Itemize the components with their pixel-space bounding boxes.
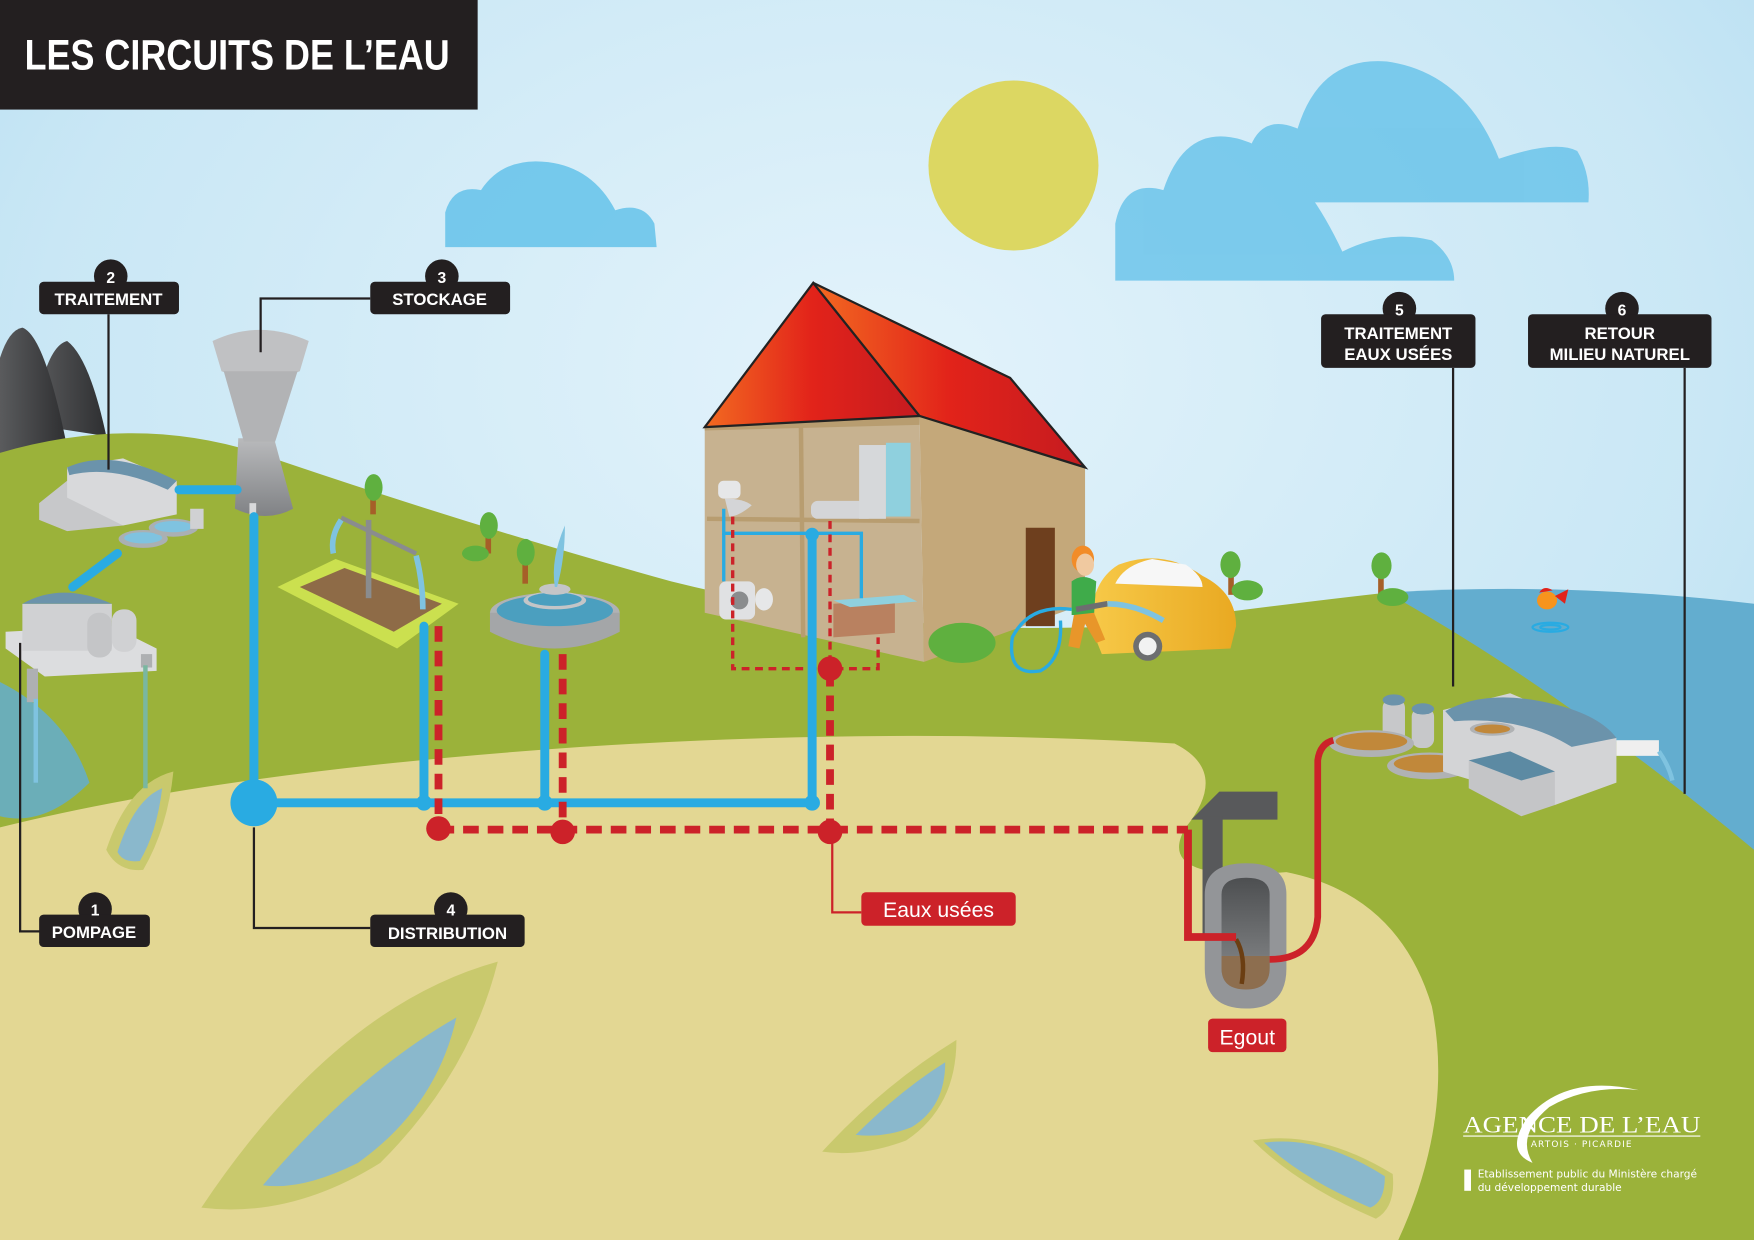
- wastewater-label-text: Eaux usées: [883, 898, 994, 922]
- title-banner: [0, 0, 478, 110]
- logo-tagline-1: Etablissement public du Ministère chargé: [1478, 1167, 1697, 1180]
- step-label-retour-milieu-naturel: 6 RETOUR MILIEU NATUREL: [1528, 291, 1712, 368]
- step-label-distribution: 4 DISTRIBUTION: [370, 892, 525, 948]
- tree-icon: [461, 512, 498, 562]
- fountain: [489, 525, 620, 649]
- wastewater-junction: [550, 819, 575, 845]
- wastewater-junction: [426, 816, 451, 841]
- underground-pool: [822, 1039, 957, 1154]
- step-title: POMPAGE: [52, 923, 136, 942]
- person-washing-car: [1068, 545, 1165, 649]
- tree-icon: [516, 538, 535, 584]
- logo-bar: [1464, 1169, 1471, 1191]
- underground-pool: [201, 961, 498, 1210]
- water-tower: [212, 329, 309, 517]
- pipe-junction: [804, 794, 820, 811]
- step-number: 4: [446, 903, 455, 920]
- sewer-label-text: Egout: [1220, 1025, 1276, 1049]
- cloud-icon: [1115, 61, 1589, 281]
- step-label-traitement-eaux-usees: 5 TRAITEMENT EAUX USÉES: [1321, 291, 1476, 368]
- step-number: 1: [91, 903, 100, 920]
- fish-icon: [1531, 588, 1570, 633]
- tree-icon: [1220, 551, 1263, 601]
- page-title: LES CIRCUITS DE L’EAU: [25, 32, 450, 79]
- step-title: MILIEU NATUREL: [1550, 345, 1690, 364]
- sun-icon: [928, 80, 1099, 251]
- agency-logo: AGENCE DE L’EAU ARTOIS · PICARDIE Etabli…: [1463, 1085, 1700, 1194]
- clean-water-network: [68, 485, 817, 808]
- step-title: STOCKAGE: [392, 290, 487, 309]
- irrigated-field: [277, 515, 459, 649]
- pipe-junction: [416, 794, 432, 811]
- step-title: TRAITEMENT: [54, 290, 163, 309]
- sewer: [1191, 791, 1287, 1009]
- logo-name: AGENCE DE L’EAU: [1463, 1113, 1700, 1139]
- step-number: 5: [1395, 302, 1404, 319]
- tree-icon: [364, 474, 383, 515]
- garden-hose: [1009, 606, 1072, 674]
- logo-swoosh-icon: [1516, 1085, 1639, 1163]
- cloud-icon: [445, 161, 657, 248]
- distribution-node: [230, 779, 278, 827]
- underground-pool: [1264, 1141, 1385, 1208]
- sewer-to-plant-pipe: [1269, 736, 1335, 963]
- step-label-stockage: 3 STOCKAGE: [370, 259, 511, 315]
- wastewater-treatment-plant: [1328, 693, 1659, 817]
- underground-pool: [855, 1062, 946, 1136]
- step-number: 3: [438, 270, 447, 287]
- intake-pipe-green: [143, 665, 148, 789]
- house: [702, 281, 1089, 662]
- wastewater-label: Eaux usées: [861, 892, 1016, 926]
- sewer-inlet-pipe: [1184, 829, 1237, 941]
- step-title: RETOUR: [1585, 324, 1656, 343]
- wastewater-junction: [817, 819, 843, 845]
- mountains: [0, 327, 107, 459]
- underground-pool: [262, 1017, 457, 1187]
- pipe-junction: [805, 527, 819, 542]
- pipe-junction: [536, 794, 553, 811]
- sewer-label: Egout: [1208, 1018, 1287, 1053]
- wastewater-leader: [831, 838, 862, 914]
- step-number: 2: [106, 270, 115, 287]
- step-label-pompage: 1 POMPAGE: [39, 892, 150, 948]
- step-label-traitement: 2 TRAITEMENT: [39, 259, 179, 315]
- outflow-water: [1657, 750, 1675, 781]
- underground-pool: [117, 788, 163, 862]
- treatment-plant: [39, 458, 204, 548]
- house-wastewater-pipes: [731, 516, 880, 671]
- house-clean-pipes: [722, 508, 864, 599]
- logo-region: ARTOIS · PICARDIE: [1531, 1140, 1633, 1150]
- bush-icon: [928, 622, 996, 664]
- logo-tagline-2: du développement durable: [1478, 1181, 1622, 1194]
- pumping-station: [5, 592, 157, 703]
- step-number: 6: [1618, 302, 1627, 319]
- lake-left: [0, 682, 90, 819]
- intake-pipe-blue: [33, 698, 39, 783]
- tree-icon: [1371, 552, 1409, 607]
- step-title: EAUX USÉES: [1344, 345, 1452, 364]
- callout-leaders: [19, 297, 1686, 933]
- step-title: DISTRIBUTION: [388, 924, 507, 943]
- step-title: TRAITEMENT: [1344, 324, 1453, 343]
- wastewater-junction: [817, 656, 843, 681]
- car: [1090, 558, 1237, 661]
